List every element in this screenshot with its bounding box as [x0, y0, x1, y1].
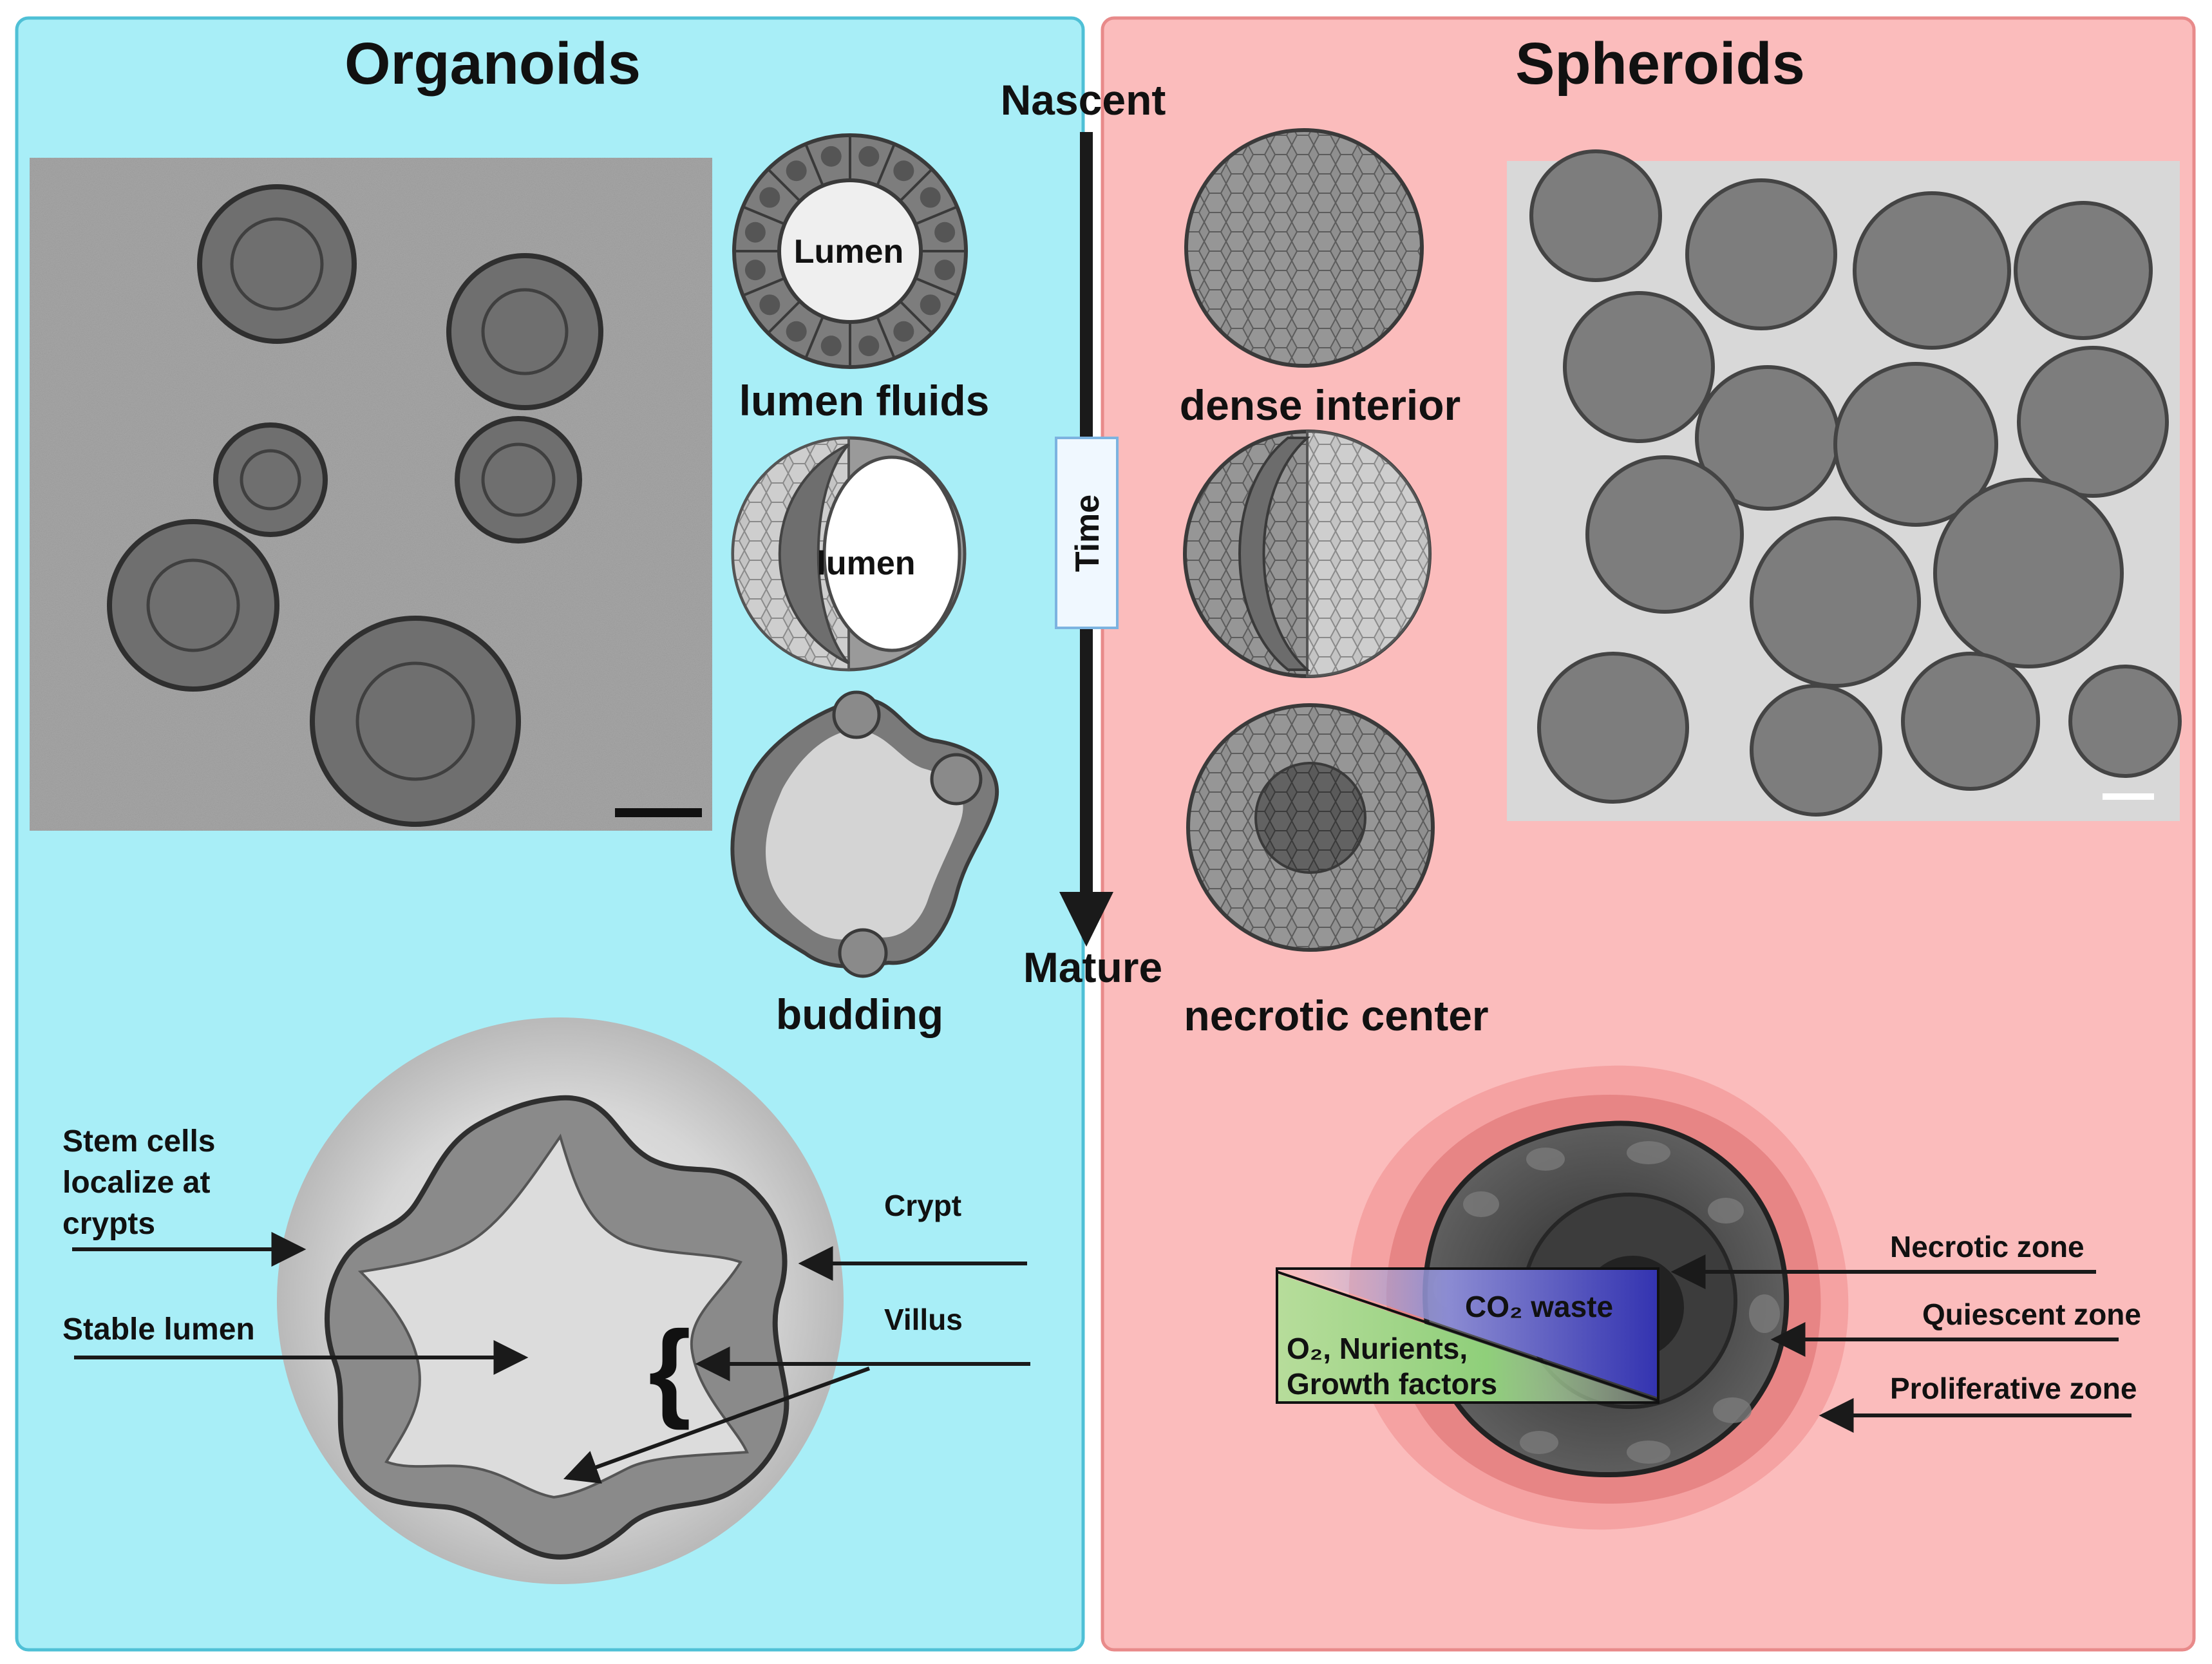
nascent-label: Nascent [1001, 76, 1166, 124]
lumen-fluids-label: lumen fluids [739, 377, 990, 424]
spheroid-micrograph [1507, 149, 2182, 821]
cell-wall [899, 168, 933, 202]
cell-nucleus [820, 146, 842, 167]
cell-wall [899, 300, 933, 334]
co2-waste-label: CO₂ waste [1465, 1290, 1613, 1323]
cell-nucleus [858, 146, 880, 167]
stem-cells-label-line2: localize at [62, 1166, 210, 1200]
spheroid-stage-dense [1184, 128, 1424, 368]
cell-wall [876, 143, 896, 187]
cell-nucleus [786, 321, 807, 342]
lumen-inner-label: Lumen [794, 233, 903, 270]
time-box [1055, 437, 1119, 629]
cell-nucleus [934, 260, 956, 281]
necrotic-zone-label: Necrotic zone [1890, 1230, 2084, 1263]
budding-label: budding [776, 990, 943, 1038]
lumen-label: lumen [817, 545, 915, 582]
cell-nucleus [759, 294, 780, 316]
stem-cells-label-line1: Stem cells [62, 1124, 215, 1158]
cell-nucleus [934, 222, 956, 243]
spheroid-stage-cutaway [1183, 430, 1432, 678]
cell-wall [767, 300, 801, 334]
organoid-cross-section: { [277, 1017, 844, 1584]
stem-cells-label-line3: crypts [62, 1207, 155, 1241]
cell-nucleus [744, 260, 766, 281]
organoid-stage-lumen: lumen [731, 436, 967, 672]
cell-nucleus [920, 187, 941, 208]
villus-brace: { [648, 1309, 691, 1431]
time-label: Time [1069, 495, 1106, 572]
nutrients-label-line2: Growth factors [1287, 1367, 1497, 1401]
cell-wall [914, 205, 958, 225]
spheroids-title: Spheroids [1515, 31, 1805, 97]
proliferative-zone-label: Proliferative zone [1890, 1372, 2137, 1405]
cell-wall [742, 205, 786, 225]
organoid-stage-budding [730, 690, 999, 978]
cell-wall [742, 277, 786, 297]
cell-nucleus [920, 294, 941, 316]
cell-wall [876, 316, 896, 359]
stable-lumen-shape [357, 1133, 749, 1499]
waste-gradient [1277, 1269, 1658, 1397]
timeline-arrowhead [1059, 892, 1113, 947]
timeline: Time Nascent Mature [1001, 76, 1166, 991]
stable-lumen-label: Stable lumen [62, 1312, 255, 1347]
dense-interior-label: dense interior [1180, 381, 1460, 429]
cell-nucleus [786, 160, 807, 182]
gradient-wedge: CO₂ waste O₂, Nurients, Growth factors [1276, 1267, 1659, 1404]
cell-nucleus [893, 160, 914, 182]
organoid-annotation-arrows [72, 1232, 1030, 1484]
cell-wall [767, 168, 801, 202]
organoid-stage-lumen-fluids: Lumen [732, 133, 968, 369]
cell-wall [804, 316, 824, 359]
cell-nucleus [759, 187, 780, 208]
crypt-label: Crypt [884, 1189, 961, 1222]
cell-nucleus [820, 336, 842, 357]
necrotic-center-label: necrotic center [1184, 992, 1488, 1039]
cell-nucleus [893, 321, 914, 342]
organoids-title: Organoids [345, 31, 641, 97]
cell-nucleus [744, 222, 766, 243]
spheroid-stage-necrotic [1186, 703, 1435, 952]
mature-label: Mature [1023, 943, 1162, 991]
nutrient-gradient [1277, 1274, 1658, 1403]
quiescent-zone-label: Quiescent zone [1922, 1298, 2141, 1331]
cell-wall [914, 277, 958, 297]
spheroid-annotation-arrows [1670, 1254, 2132, 1433]
villus-label: Villus [884, 1303, 963, 1336]
cell-nucleus [858, 336, 880, 357]
nutrients-label-line1: O₂, Nurients, [1287, 1332, 1468, 1365]
organoid-micrograph [30, 158, 712, 831]
cell-wall [804, 143, 824, 187]
